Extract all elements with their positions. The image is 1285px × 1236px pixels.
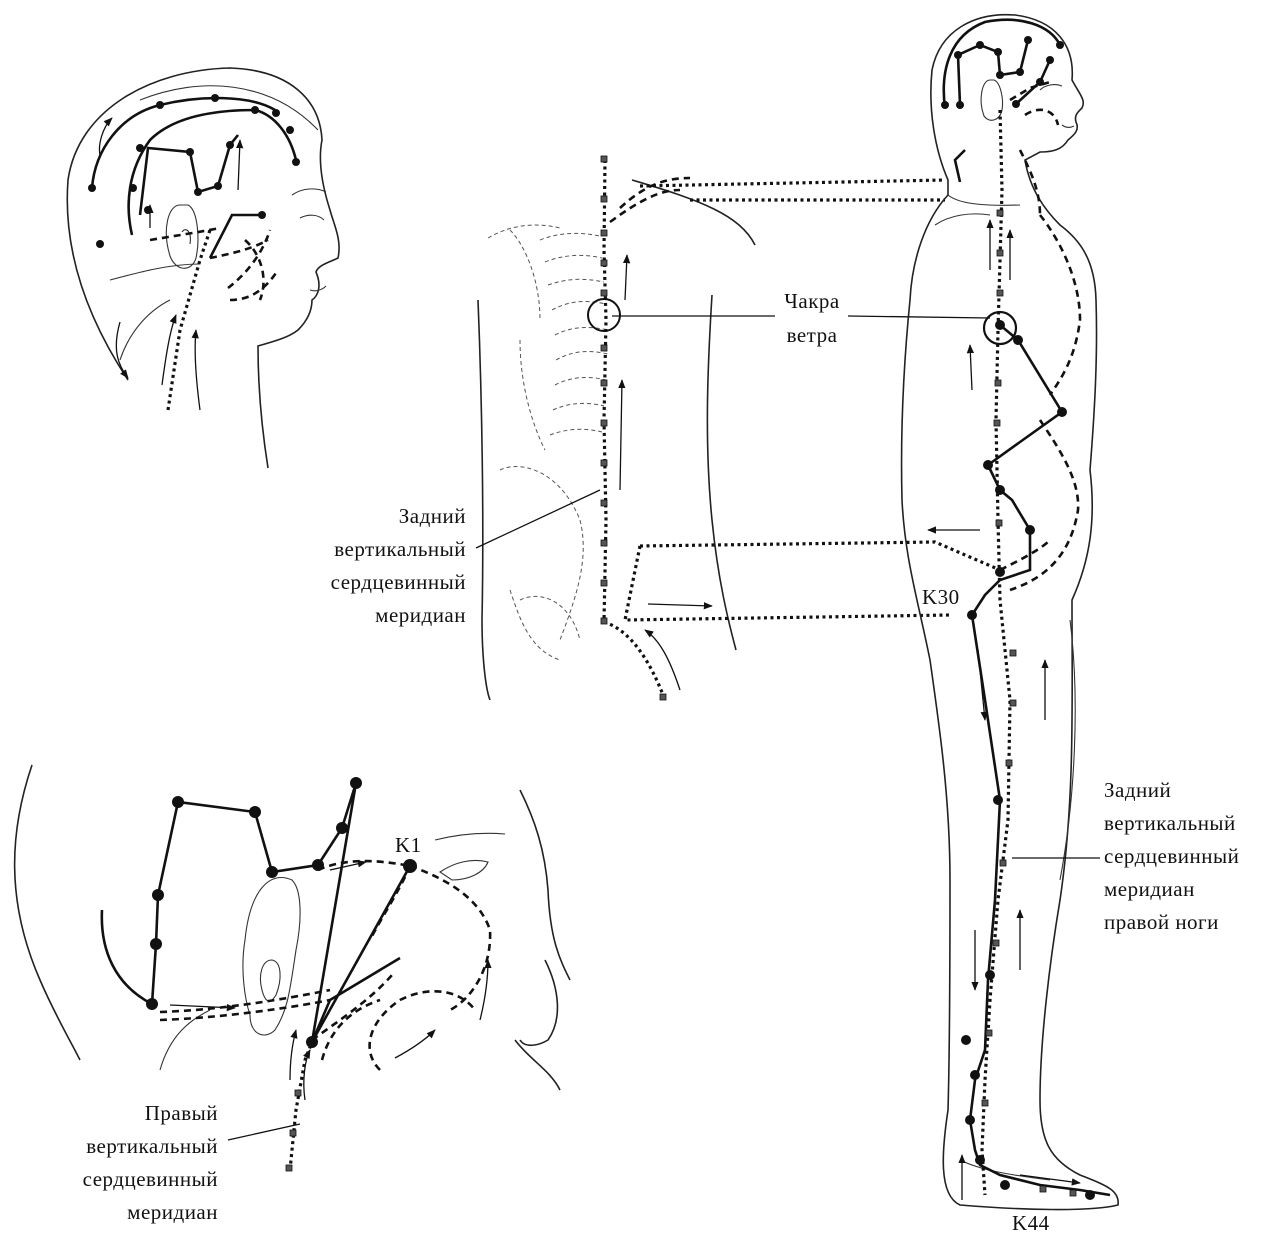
label-line: Правый xyxy=(145,1101,218,1125)
standing-body-profile xyxy=(900,13,1119,1211)
label-line: Задний xyxy=(399,504,466,528)
label-line: меридиан xyxy=(1104,877,1195,901)
label-line: сердцевинный xyxy=(331,570,466,594)
label-k44: K44 xyxy=(1012,1211,1050,1235)
leader-lines xyxy=(227,315,1100,1141)
label-wind-chakra: Чакра ветра xyxy=(784,289,840,347)
head-closeup-bottom-left xyxy=(13,764,571,1172)
label-k30: K30 xyxy=(922,585,960,609)
label-line: правой ноги xyxy=(1104,910,1219,934)
label-line: вертикальный xyxy=(86,1134,218,1158)
label-line: ветра xyxy=(787,323,838,347)
label-k1: K1 xyxy=(395,833,422,857)
label-line: вертикальный xyxy=(1104,811,1236,835)
back-spine-view xyxy=(477,155,1001,701)
label-posterior-meridian-right-leg: Задний вертикальный сердцевинный меридиа… xyxy=(1104,778,1239,934)
label-line: вертикальный xyxy=(334,537,466,561)
label-line: меридиан xyxy=(375,603,466,627)
label-line: сердцевинный xyxy=(1104,844,1239,868)
label-line: Задний xyxy=(1104,778,1171,802)
label-line: Чакра xyxy=(784,289,840,313)
head-profile-top-left xyxy=(66,67,340,469)
label-posterior-meridian: Задний вертикальный сердцевинный меридиа… xyxy=(331,504,466,627)
label-line: меридиан xyxy=(127,1200,218,1224)
label-right-meridian: Правый вертикальный сердцевинный меридиа… xyxy=(83,1101,218,1224)
label-line: сердцевинный xyxy=(83,1167,218,1191)
